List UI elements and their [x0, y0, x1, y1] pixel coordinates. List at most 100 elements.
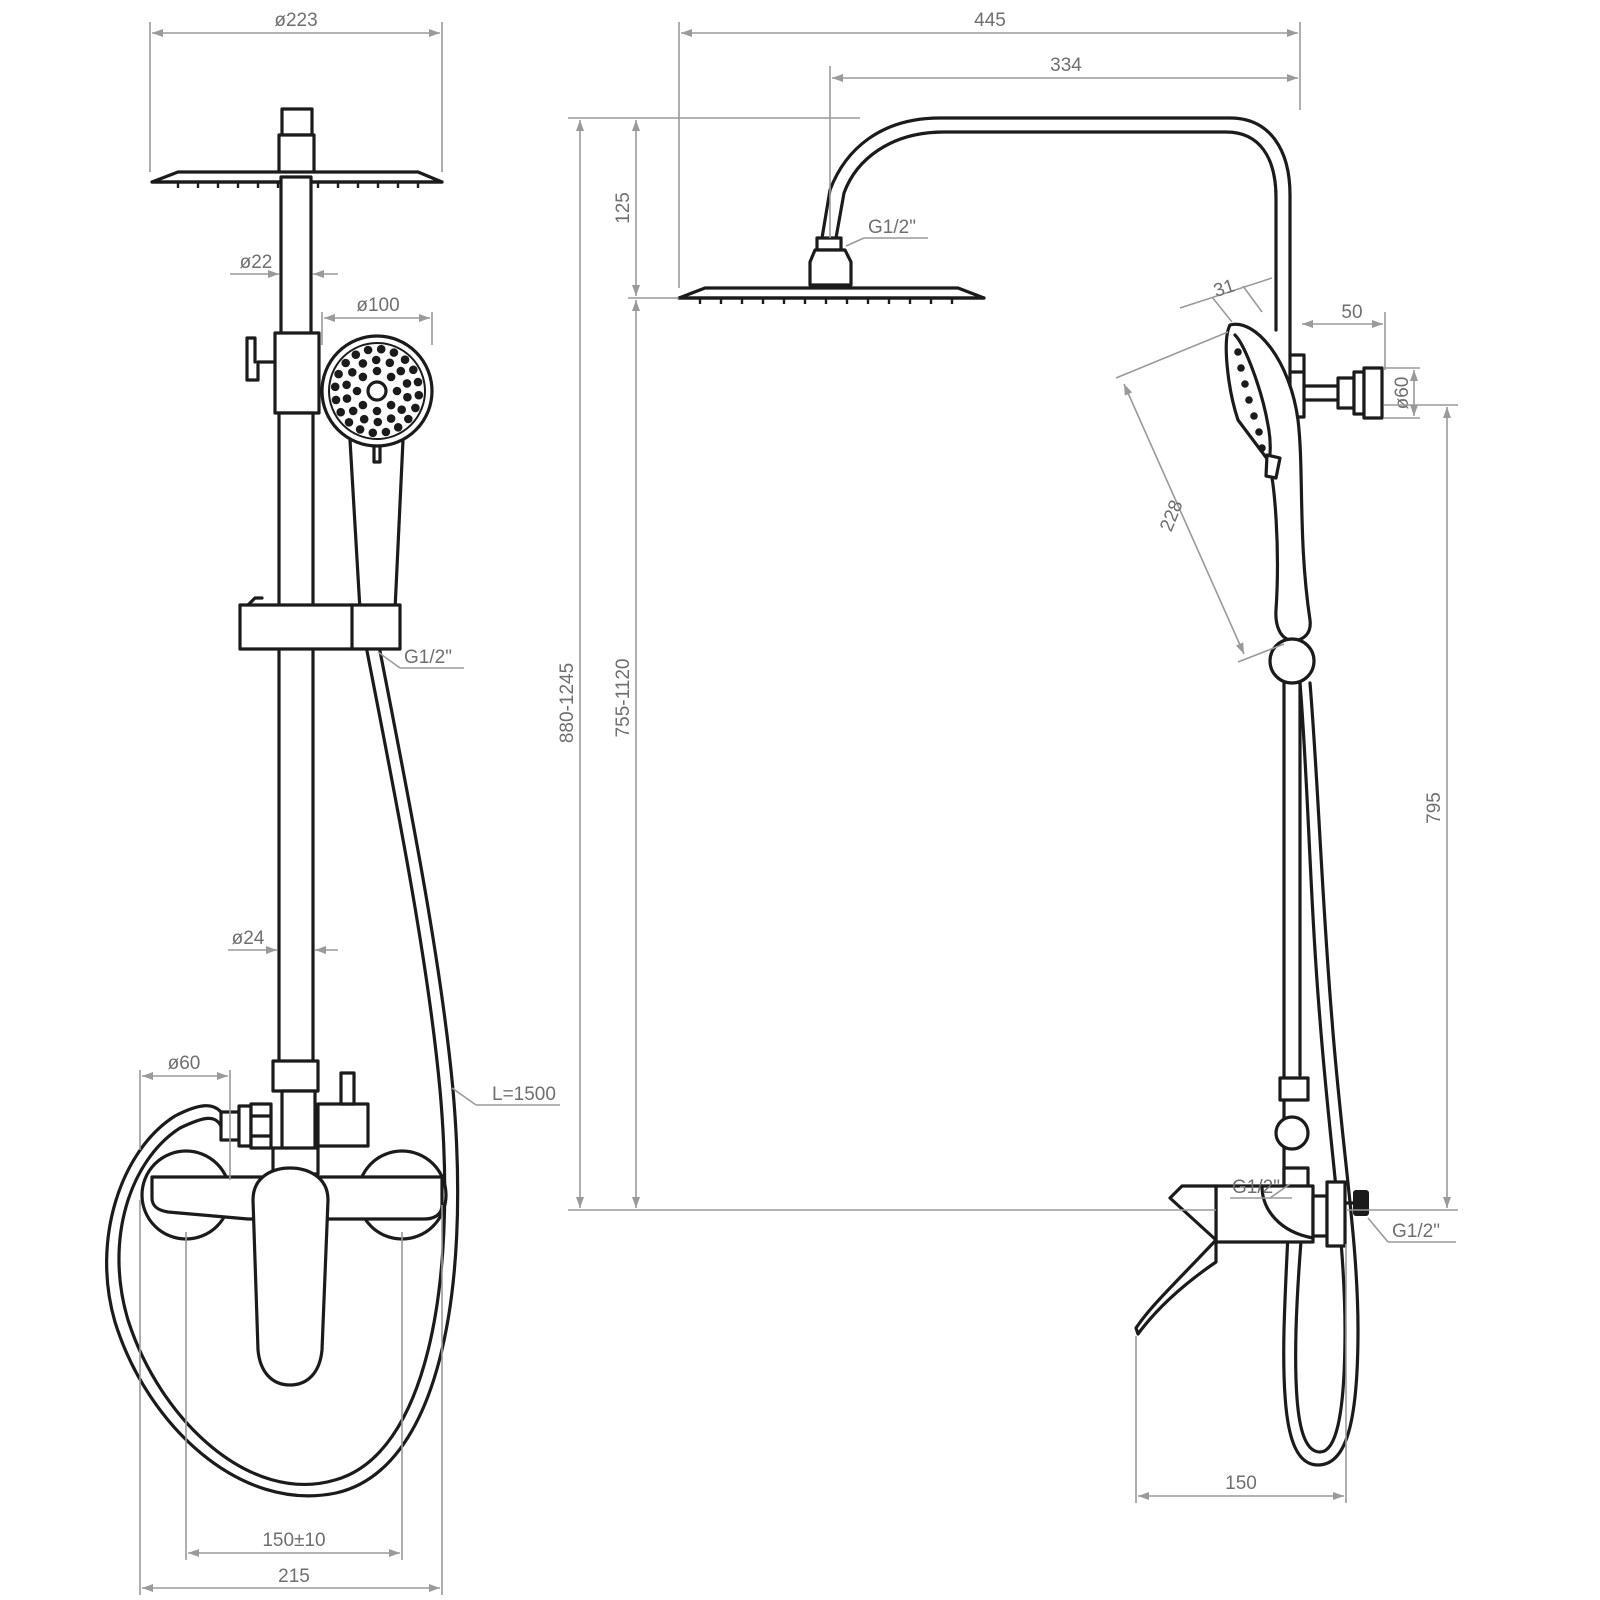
spray-hole	[336, 407, 346, 417]
spray-hole	[386, 372, 396, 382]
spray-hole	[352, 386, 362, 396]
front-hand-shower-handle	[348, 438, 405, 612]
dim-total-reach: 445	[974, 10, 1006, 31]
side-mixer-lever	[1134, 1184, 1218, 1336]
spray-hole	[381, 427, 391, 437]
spray-hole	[373, 417, 383, 427]
dim-head-diameter: ø223	[274, 10, 317, 31]
side-wall-nut	[1353, 1190, 1369, 1216]
spray-hole	[411, 403, 420, 413]
spray-hole	[386, 414, 396, 423]
spray-hole	[351, 350, 361, 360]
spray-hole	[342, 380, 351, 390]
dim-bracket-diameter: ø60	[1392, 377, 1413, 410]
side-wall-bracket	[1288, 353, 1384, 420]
spray-hole	[359, 414, 369, 424]
dim-hose-length: L=1500	[492, 1084, 556, 1105]
dim-holder-height: 795	[1424, 792, 1445, 824]
spray-hole	[371, 355, 381, 365]
front-diverter-body	[280, 1089, 317, 1153]
spray-hole	[385, 358, 395, 368]
spray-hole	[372, 366, 382, 376]
spray-hole	[404, 414, 413, 424]
dim-pipe-diameter-upper: ø22	[240, 252, 273, 273]
dim-pipe-diameter-lower: ø24	[232, 928, 265, 949]
front-upper-pipe	[279, 175, 313, 349]
spray-hole	[392, 386, 402, 396]
spray-hole	[1241, 380, 1249, 388]
spray-hole	[393, 423, 403, 432]
dim-head-thread: G1/2"	[868, 217, 916, 238]
spray-hole	[397, 405, 407, 415]
spray-hole	[372, 406, 382, 416]
spray-hole	[1234, 348, 1242, 356]
spray-hole	[1258, 444, 1266, 452]
spray-hole	[342, 394, 352, 403]
spray-hole	[376, 344, 386, 354]
side-view	[677, 116, 1384, 1467]
spray-hole	[348, 406, 358, 416]
spray-hole	[331, 395, 341, 405]
dim-wall-offset: 50	[1341, 302, 1362, 323]
spray-hole	[1245, 396, 1253, 404]
dim-head-drop: 125	[613, 192, 634, 224]
spray-hole	[400, 355, 410, 365]
front-holder-block	[273, 331, 321, 415]
front-diverter-knob	[316, 1102, 370, 1148]
dim-mixer-depth: 150	[1225, 1473, 1257, 1494]
spray-hole	[355, 425, 365, 434]
spray-hole	[334, 369, 343, 379]
side-ball-joint	[1268, 637, 1316, 685]
front-holder-lever	[245, 336, 277, 382]
spray-hole	[368, 428, 378, 438]
dim-hand-shower-diameter: ø100	[356, 295, 399, 316]
spray-hole	[396, 366, 406, 376]
front-view	[105, 107, 460, 1498]
spray-hole	[330, 382, 340, 392]
spray-hole	[386, 400, 396, 410]
spray-hole	[403, 392, 412, 402]
spray-hole	[414, 390, 424, 400]
front-lower-joint	[271, 1059, 320, 1093]
dim-center-distance: 150±10	[262, 1530, 325, 1551]
front-lower-pipe	[277, 411, 315, 1075]
spray-hole	[341, 358, 351, 368]
side-lower-holder	[1278, 1076, 1310, 1102]
spray-hole	[389, 348, 399, 357]
side-head-nut	[808, 248, 853, 287]
spray-hole	[1255, 428, 1263, 436]
dim-diverter-thread: G1/2"	[1232, 1177, 1280, 1198]
side-lower-ball	[1274, 1115, 1310, 1151]
spray-hole	[363, 345, 373, 355]
dim-connector-diameter: ø60	[168, 1053, 201, 1074]
front-head-top-block	[280, 107, 314, 137]
side-hose	[1294, 681, 1347, 1454]
side-head-neck	[815, 236, 843, 252]
spray-hole	[409, 365, 418, 375]
dim-total-height: 880-1245	[557, 663, 578, 743]
spray-hole	[1250, 412, 1258, 420]
spray-hole	[358, 400, 368, 410]
front-slide-bar	[238, 603, 402, 651]
dim-mixer-width: 215	[278, 1566, 310, 1587]
front-diverter-pin	[339, 1071, 356, 1106]
dim-wall-thread: G1/2"	[1392, 1221, 1440, 1242]
dim-front-hose-thread: G1/2"	[404, 647, 452, 668]
front-hose-connector	[219, 1102, 273, 1150]
spray-hole	[358, 372, 368, 382]
dim-arm-reach: 334	[1050, 55, 1082, 76]
side-shower-arm	[820, 116, 1292, 357]
spray-hole	[344, 418, 354, 427]
front-hand-shower	[320, 334, 434, 612]
front-mixer-lever	[251, 1166, 330, 1387]
spray-hole	[413, 377, 423, 387]
dimensions: ø223 ø22 ø100 G1/2" ø24 ø60 L=1500 150±1…	[139, 10, 1458, 1595]
side-rain-shower-head	[677, 286, 986, 304]
spray-hole	[1237, 364, 1245, 372]
spray-hole	[358, 359, 368, 368]
front-mixer	[140, 1149, 448, 1387]
spray-hole	[402, 379, 412, 388]
dim-column-height: 755-1120	[613, 659, 634, 738]
dim-hand-shower-length: 228	[1156, 497, 1187, 534]
